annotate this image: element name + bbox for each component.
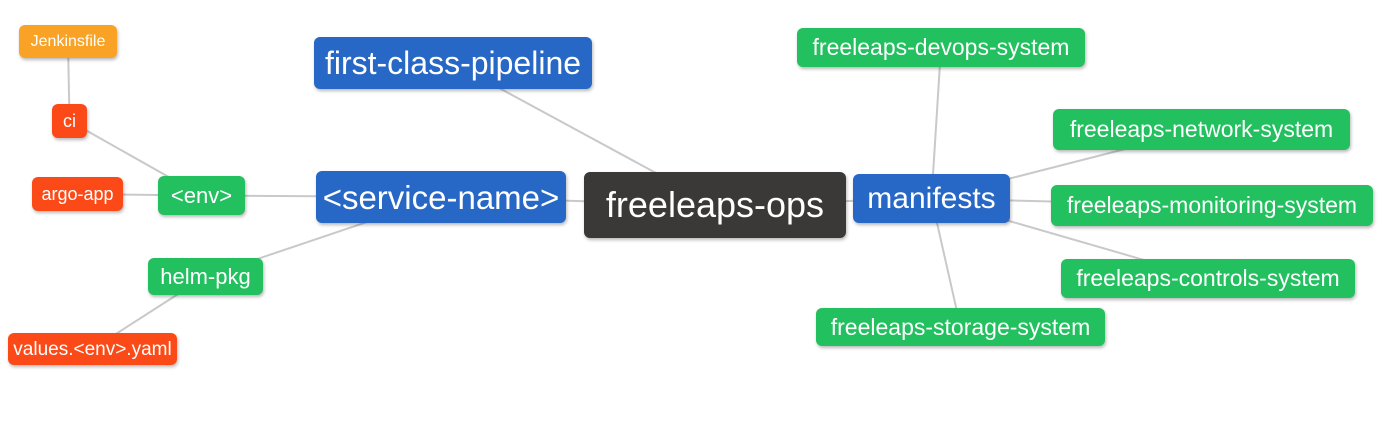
node-argo-app[interactable]: argo-app (32, 177, 123, 211)
node-first-class-pipeline[interactable]: first-class-pipeline (314, 37, 592, 89)
node-env[interactable]: <env> (158, 176, 245, 215)
node-freeleaps-monitoring-system[interactable]: freeleaps-monitoring-system (1051, 185, 1373, 226)
node-freeleaps-devops-system[interactable]: freeleaps-devops-system (797, 28, 1085, 67)
node-freeleaps-ops[interactable]: freeleaps-ops (584, 172, 846, 238)
node-jenkinsfile[interactable]: Jenkinsfile (19, 25, 117, 58)
node-helm-pkg[interactable]: helm-pkg (148, 258, 263, 295)
node-freeleaps-controls-system[interactable]: freeleaps-controls-system (1061, 259, 1355, 298)
node-values-env-yaml[interactable]: values.<env>.yaml (8, 333, 177, 365)
node-service-name[interactable]: <service-name> (316, 171, 566, 223)
edge-manifests--freeleaps-devops-system (930, 47, 942, 199)
node-freeleaps-network-system[interactable]: freeleaps-network-system (1053, 109, 1350, 150)
node-ci[interactable]: ci (52, 104, 87, 138)
node-freeleaps-storage-system[interactable]: freeleaps-storage-system (816, 308, 1105, 346)
node-manifests[interactable]: manifests (853, 174, 1010, 223)
